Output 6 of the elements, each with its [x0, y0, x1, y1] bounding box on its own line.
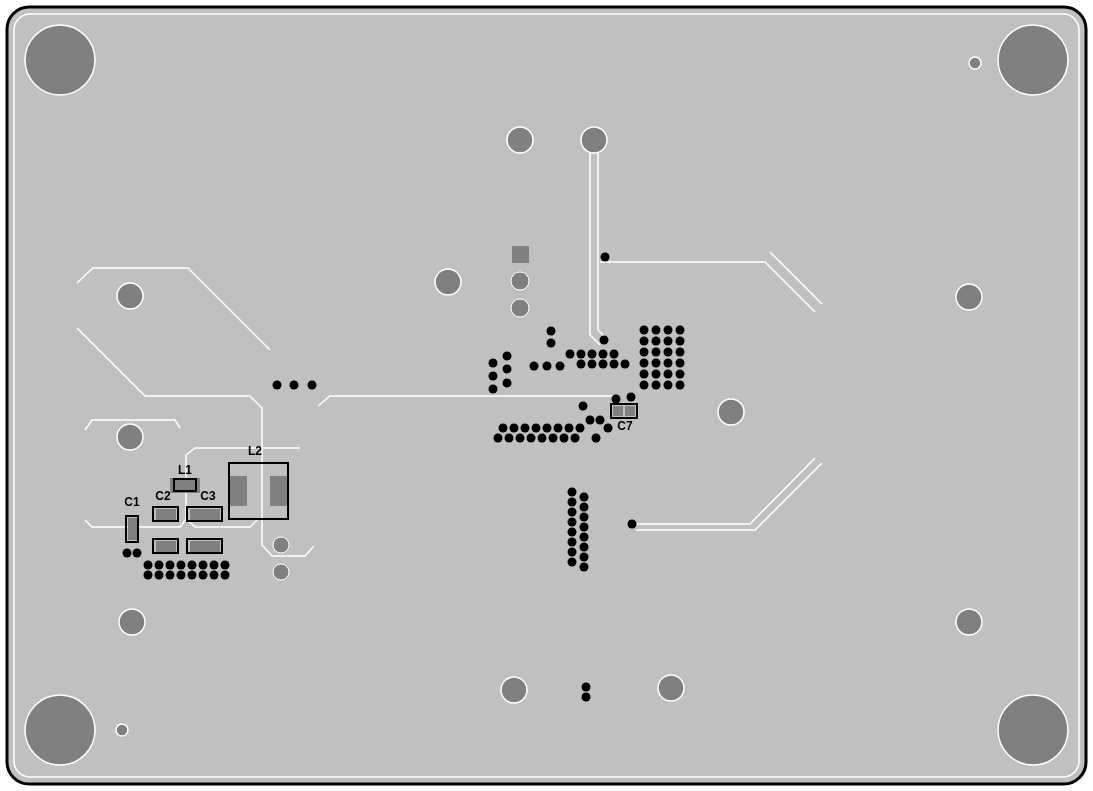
- component-designator: C1: [124, 496, 140, 508]
- component-designator: L1: [178, 464, 192, 476]
- component-designator: L2: [248, 445, 262, 457]
- component-designator: C2: [155, 490, 171, 502]
- component-designator: C3: [200, 490, 216, 502]
- component-designator: C7: [617, 420, 633, 432]
